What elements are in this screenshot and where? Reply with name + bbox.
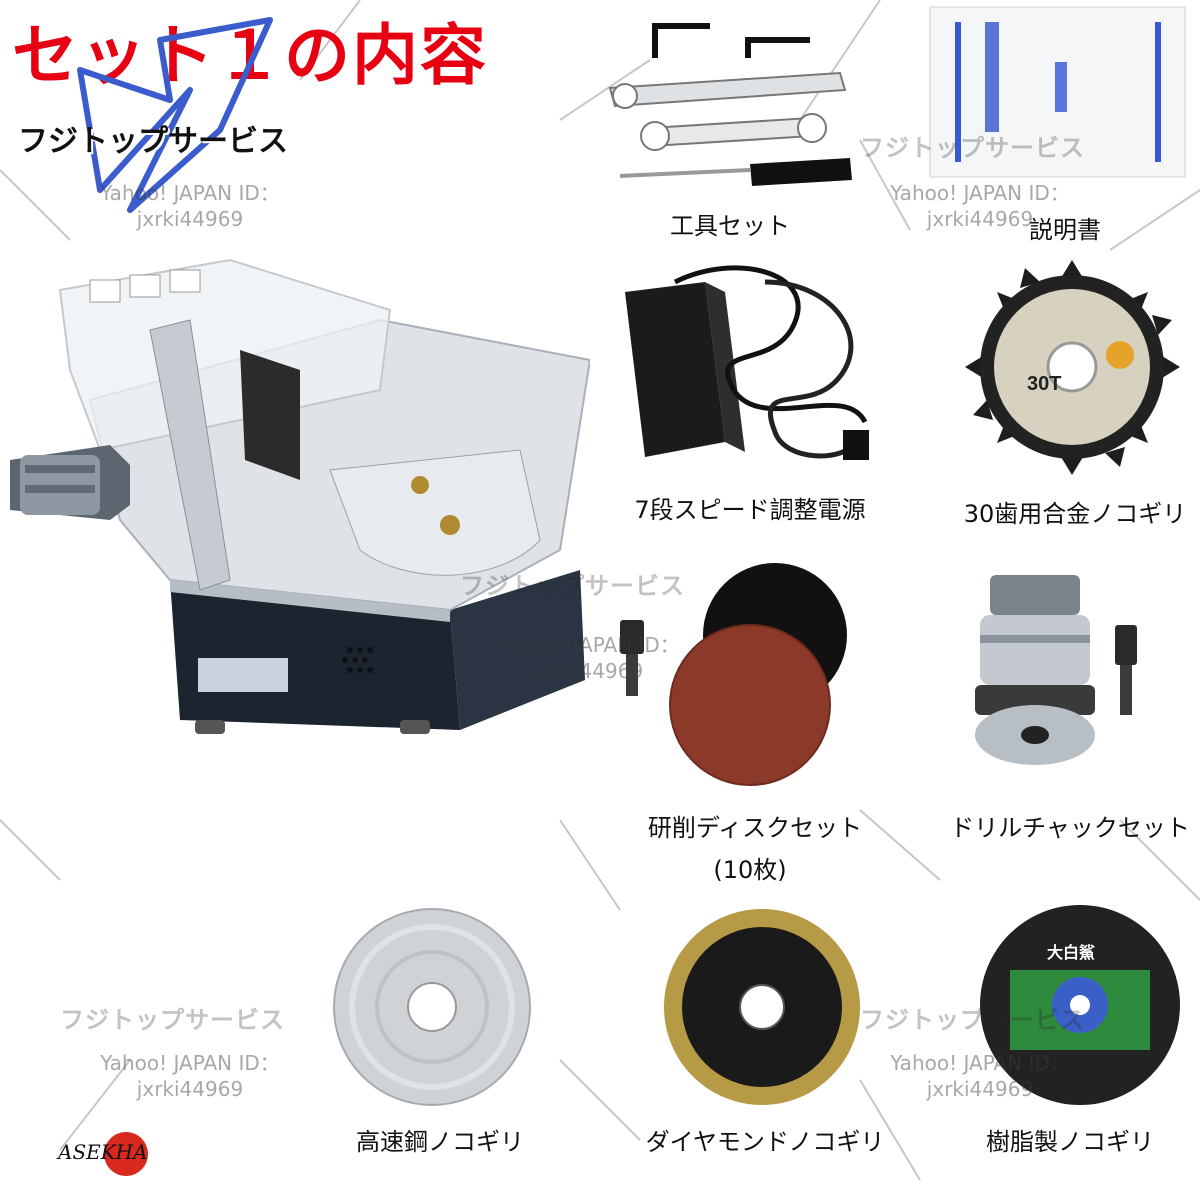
watermark-yahoo: Yahoo! JAPAN ID： jxrki44969: [490, 632, 690, 684]
watermark-yahoo-id-label: Yahoo! JAPAN ID：: [100, 181, 280, 205]
disc-brand-label: 大白鯊: [1047, 943, 1095, 962]
caption-tool-set: 工具セット: [670, 212, 790, 240]
drill-chuck-icon: [975, 575, 1137, 765]
caption-power-adapter: 7段スピード調整電源: [634, 496, 866, 524]
watermark-yahoo: Yahoo! JAPAN ID： jxrki44969: [90, 180, 290, 232]
toothed-blade-icon: 30T: [965, 260, 1180, 475]
tool-set-icon: [608, 23, 852, 186]
caption-sanding-disc: 研削ディスクセット: [647, 814, 863, 842]
caption-drill-chuck: ドリルチャックセット: [950, 814, 1190, 842]
diamond-blade-icon: [664, 909, 860, 1105]
caption-hss-blade: 高速鋼ノコギリ: [356, 1128, 524, 1156]
power-adapter-icon: [625, 265, 869, 460]
caption-diamond-blade: ダイヤモンドノコギリ: [645, 1128, 885, 1156]
hss-blade-icon: [333, 908, 531, 1106]
caption-sanding-disc-count: (10枚): [713, 856, 787, 884]
watermark-yahoo-id-label: Yahoo! JAPAN ID：: [500, 633, 680, 657]
watermark-yahoo: Yahoo! JAPAN ID： jxrki44969: [90, 1050, 290, 1102]
watermark-yahoo: Yahoo! JAPAN ID： jxrki44969: [880, 1050, 1080, 1102]
scribble-decoration: [77, 17, 273, 213]
page-title: セット１の内容: [12, 17, 488, 94]
watermark-yahoo-id: jxrki44969: [926, 207, 1034, 231]
watermark-yahoo-id: jxrki44969: [926, 1077, 1034, 1101]
watermark-brand: フジトップサービス: [460, 572, 685, 600]
watermark-yahoo: Yahoo! JAPAN ID： jxrki44969: [880, 180, 1080, 232]
watermark-yahoo-id: jxrki44969: [536, 659, 644, 683]
watermark-yahoo-id-label: Yahoo! JAPAN ID：: [890, 181, 1070, 205]
watermark-yahoo-id-label: Yahoo! JAPAN ID：: [890, 1051, 1070, 1075]
brand-label: フジトップサービス: [18, 124, 288, 159]
watermark-yahoo-id: jxrki44969: [136, 207, 244, 231]
sanding-disc-icon: [620, 563, 847, 786]
watermark-yahoo-id: jxrki44969: [136, 1077, 244, 1101]
watermark-brand: フジトップサービス: [60, 1006, 285, 1034]
blade-teeth-label: 30T: [1027, 373, 1061, 395]
resin-disc-icon: 大白鯊: [980, 905, 1180, 1105]
caption-resin-disc: 樹脂製ノコギリ: [986, 1128, 1154, 1156]
logo: ASEKHA: [58, 1140, 148, 1164]
caption-manual: 説明書: [1029, 216, 1101, 244]
caption-toothed-blade: 30歯用合金ノコギリ: [963, 500, 1187, 528]
table-saw-icon: [10, 258, 590, 734]
manual-icon: [929, 6, 1186, 178]
logo-circle: [104, 1132, 148, 1176]
watermark-brand: フジトップサービス: [860, 1006, 1085, 1034]
watermark-brand: フジトップサービス: [860, 134, 1085, 162]
watermark-yahoo-id-label: Yahoo! JAPAN ID：: [100, 1051, 280, 1075]
